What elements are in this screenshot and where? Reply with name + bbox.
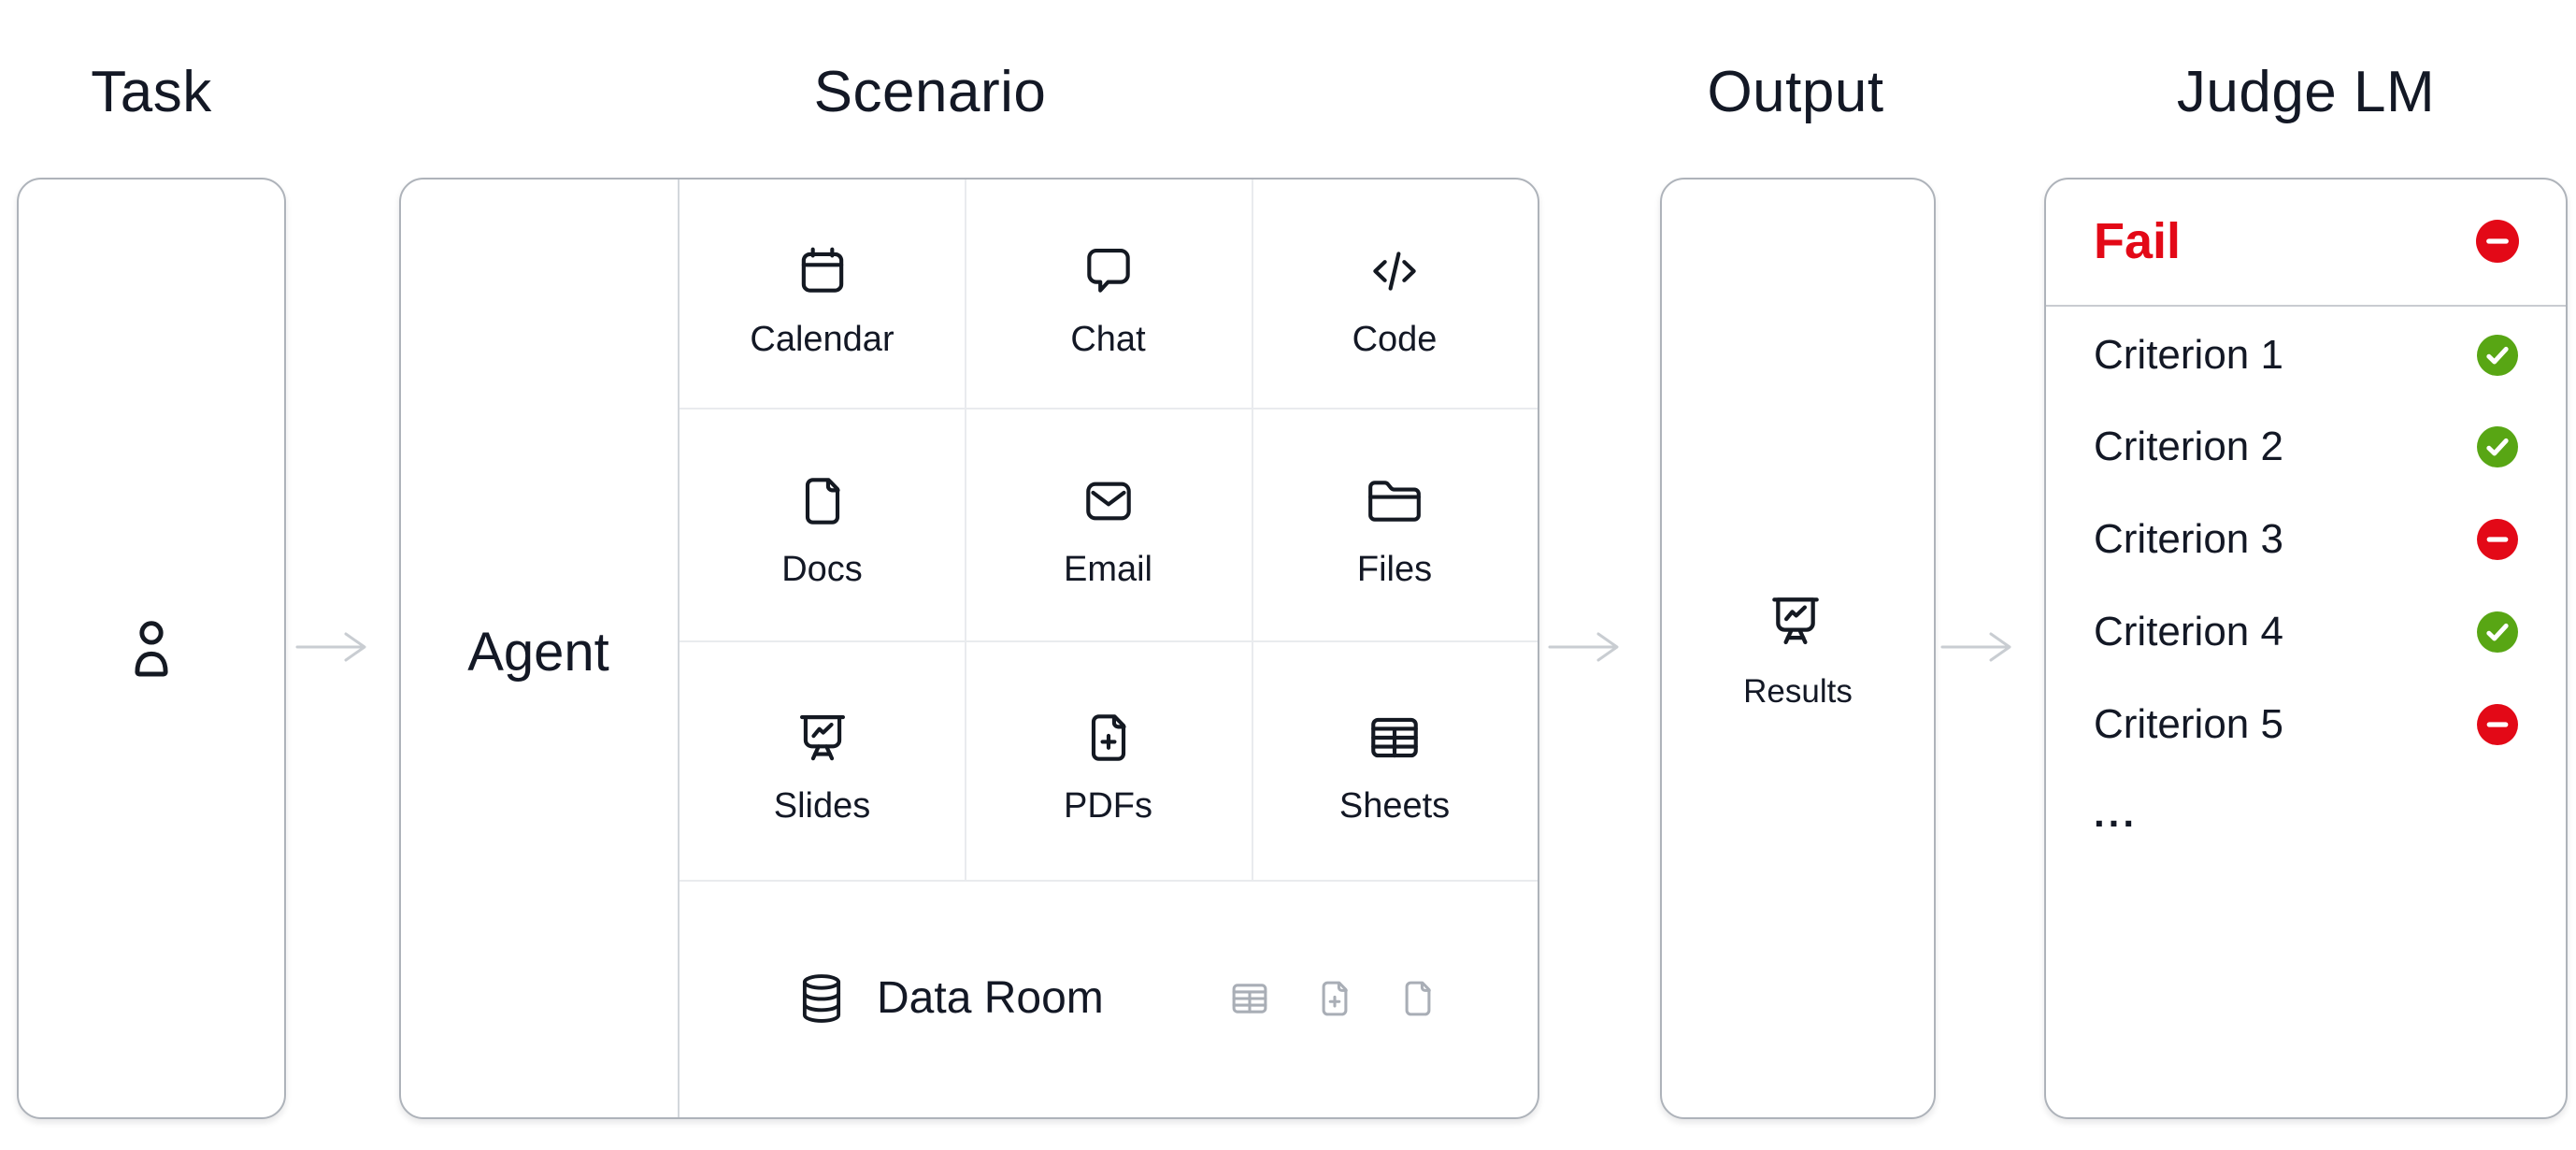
app-cell-email: Email [965,472,1252,590]
criterion-row: Criterion 1 [2044,332,2568,379]
column-header-task: Task [91,60,212,124]
app-cell-sheets: Sheets [1252,709,1538,827]
criterion-label: Criterion 2 [2094,424,2283,469]
grid-row-divider [680,640,1538,642]
verdict-divider [2046,305,2566,307]
folder-icon [1368,481,1421,522]
app-label: PDFs [1064,786,1152,826]
criterion-row: Criterion 2 [2044,424,2568,470]
chat-icon [1086,248,1130,293]
arrow-scenario-to-output [1548,632,1619,662]
arrow-task-to-scenario [295,632,366,662]
more-criteria-ellipsis: ... [2094,791,2139,835]
app-label: Chat [1070,320,1146,359]
pass-badge-icon [2477,426,2518,467]
arrow-output-to-judge [1940,632,2011,662]
fail-badge-icon [2477,519,2518,560]
column-header-judge-lm: Judge LM [2176,60,2436,124]
file-plus-icon [1322,981,1348,1016]
app-cell-calendar: Calendar [680,242,965,360]
column-header-scenario: Scenario [813,60,1047,124]
data-room-label: Data Room [877,973,1104,1023]
criterion-label: Criterion 4 [2094,609,2283,654]
app-cell-chat: Chat [965,242,1252,360]
app-label: Docs [781,550,863,589]
app-cell-pdfs: PDFs [965,709,1252,827]
criterion-row: Criterion 3 [2044,516,2568,563]
app-label: Slides [773,786,871,826]
code-icon [1373,252,1416,291]
app-cell-slides: Slides [680,709,965,827]
app-cell-code: Code [1252,242,1538,360]
output-box [1660,178,1936,1119]
agent-label: Agent [467,622,609,683]
fail-badge-icon [2477,704,2518,745]
results-label: Results [1743,673,1853,710]
presentation-chart-icon [799,714,845,761]
calendar-icon [801,247,843,293]
scenario-box [399,178,1539,1119]
grid-column-divider [1252,180,1253,880]
file-icon [1405,981,1431,1016]
app-cell-files: Files [1252,472,1538,590]
grid-row-divider [680,408,1538,410]
criterion-label: Criterion 5 [2094,701,2283,747]
table-icon [1371,717,1418,758]
presentation-chart-icon [1772,597,1819,645]
database-icon [802,974,841,1023]
agent-grid-divider [678,180,680,1117]
criterion-row: Criterion 4 [2044,609,2568,655]
task-box [17,178,286,1119]
app-label: Files [1356,550,1433,589]
criterion-label: Criterion 1 [2094,332,2283,378]
verdict-label: Fail [2094,213,2182,269]
app-label: Sheets [1338,786,1451,826]
app-label: Code [1352,320,1438,359]
grid-column-divider [965,180,966,880]
app-label: Calendar [750,320,894,359]
verdict-row: Fail [2044,211,2568,271]
file-icon [805,478,840,525]
app-label: Email [1063,550,1153,589]
table-icon [1232,984,1267,1013]
pass-badge-icon [2477,611,2518,653]
pass-badge-icon [2477,335,2518,376]
judge-box [2044,178,2568,1119]
criterion-label: Criterion 3 [2094,516,2283,562]
column-header-output: Output [1707,60,1884,124]
data-room-divider [680,880,1538,882]
criterion-row: Criterion 5 [2044,701,2568,748]
fail-badge-icon [2476,220,2519,263]
app-cell-docs: Docs [680,472,965,590]
person-icon [135,621,168,677]
file-plus-icon [1091,714,1126,761]
mail-icon [1085,482,1131,521]
